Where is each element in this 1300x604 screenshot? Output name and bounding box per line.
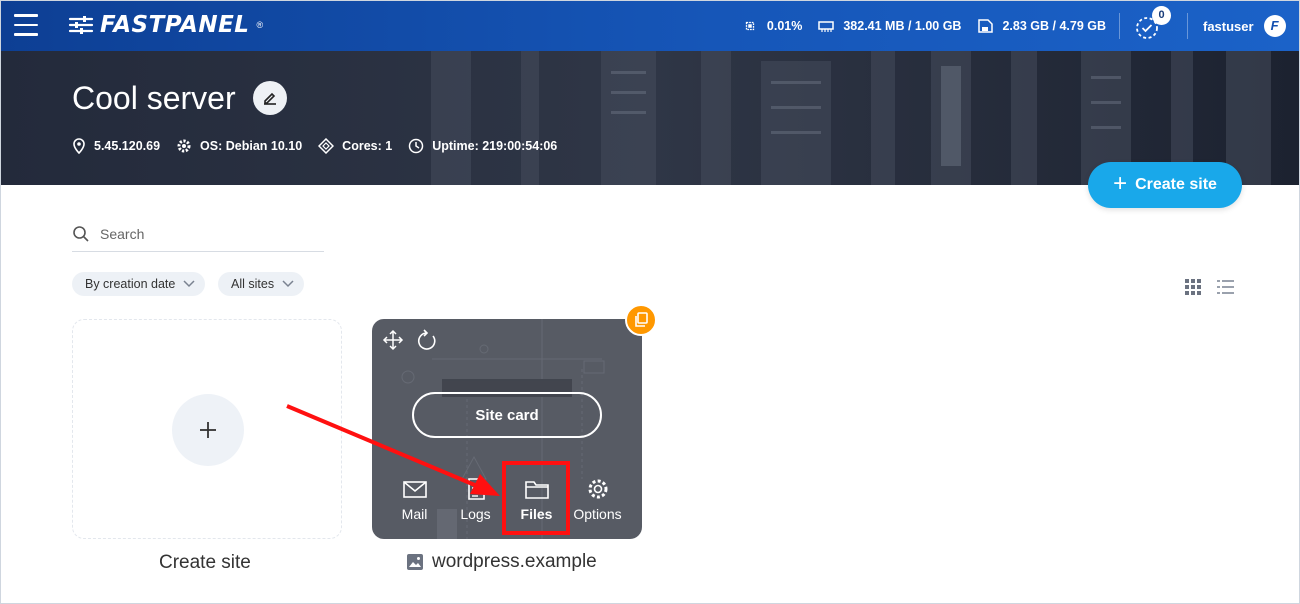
user-menu[interactable]: fastuser F (1203, 1, 1286, 51)
files-label: Files (520, 506, 553, 522)
disk-stat: 2.83 GB / 4.79 GB (977, 19, 1106, 33)
site-name: wordpress.example (432, 551, 597, 572)
server-ip: 5.45.120.69 (94, 139, 161, 153)
site-actions: Mail Logs Files Options (372, 477, 642, 522)
chevron-down-icon (183, 280, 195, 288)
add-site-button[interactable] (172, 394, 244, 466)
menu-icon[interactable] (14, 14, 38, 36)
server-rack-background (1, 51, 1299, 185)
ram-value: 382.41 MB / 1.00 GB (843, 19, 962, 33)
os-item: OS: Debian 10.10 (176, 138, 302, 154)
resource-stats: 0.01% 382.41 MB / 1.00 GB 2.83 GB / 4.79… (742, 1, 1106, 51)
files-action[interactable]: Files (506, 477, 567, 522)
site-card[interactable]: Site card Mail Logs Files Options (372, 319, 642, 539)
grid-view-icon[interactable] (1185, 279, 1203, 297)
mail-action[interactable]: Mail (384, 477, 445, 522)
server-uptime: Uptime: 219:00:54:06 (432, 139, 558, 153)
copy-icon (635, 312, 648, 327)
ram-stat: 382.41 MB / 1.00 GB (818, 19, 961, 33)
type-filter-label: All sites (231, 277, 275, 291)
logo-registered: ® (256, 20, 264, 30)
edit-button[interactable] (253, 81, 287, 115)
logo-text: FASTPANEL (100, 12, 250, 38)
ram-icon (818, 21, 835, 32)
cpu-stat: 0.01% (742, 19, 802, 33)
create-site-card-label: Create site (159, 552, 251, 573)
divider (1187, 13, 1188, 39)
search-input[interactable] (100, 226, 300, 242)
divider (1119, 13, 1120, 39)
avatar: F (1263, 15, 1286, 37)
options-label: Options (573, 506, 622, 522)
logo[interactable]: FASTPANEL ® (68, 12, 263, 38)
search-icon (73, 226, 89, 242)
location-icon (73, 138, 85, 154)
folder-icon (524, 481, 549, 499)
move-icon[interactable] (382, 329, 404, 351)
tasks-badge: 0 (1152, 6, 1171, 25)
chevron-down-icon (282, 280, 294, 288)
clock-icon (408, 138, 424, 154)
server-header: Cool server 5.45.120.69 OS: Debian 10.10… (1, 51, 1299, 185)
type-filter-dropdown[interactable]: All sites (218, 272, 305, 296)
server-title: Cool server (72, 80, 236, 116)
refresh-icon[interactable] (416, 329, 438, 351)
logo-icon (68, 16, 94, 34)
mail-label: Mail (401, 506, 428, 522)
list-view-icon[interactable] (1217, 279, 1235, 297)
top-bar: FASTPANEL ® 0.01% 382.41 MB / 1.00 GB 2.8… (1, 1, 1299, 51)
logs-action[interactable]: Logs (445, 477, 506, 522)
server-cores: Cores: 1 (342, 139, 393, 153)
edit-icon (264, 92, 276, 105)
image-icon (407, 554, 423, 570)
sort-filter-dropdown[interactable]: By creation date (72, 272, 206, 296)
create-site-button[interactable]: + Create site (1088, 162, 1242, 208)
copy-button[interactable] (625, 304, 657, 336)
cores-item: Cores: 1 (318, 138, 392, 154)
sort-filter-label: By creation date (85, 277, 176, 291)
create-site-card[interactable] (72, 319, 342, 539)
site-name-link[interactable]: wordpress.example (406, 551, 597, 573)
username: fastuser (1203, 18, 1254, 34)
site-card-button[interactable]: Site card (412, 392, 602, 438)
disk-value: 2.83 GB / 4.79 GB (1002, 19, 1106, 33)
ip-item: 5.45.120.69 (72, 138, 160, 154)
create-site-label: Create site (1135, 176, 1217, 193)
tasks-icon[interactable] (1134, 13, 1162, 41)
search-bar (72, 217, 324, 252)
plus-icon (200, 422, 216, 438)
server-os: OS: Debian 10.10 (200, 139, 303, 153)
logs-label: Logs (460, 506, 491, 522)
plus-icon: + (1113, 170, 1128, 197)
options-action[interactable]: Options (567, 477, 628, 522)
logs-icon (467, 478, 485, 500)
mail-icon (402, 481, 427, 498)
server-meta: 5.45.120.69 OS: Debian 10.10 Cores: 1 Up… (72, 138, 557, 154)
card-tools (382, 329, 438, 351)
cores-icon (318, 138, 335, 154)
os-icon (177, 139, 191, 153)
uptime-item: Uptime: 219:00:54:06 (408, 138, 557, 154)
disk-icon (978, 19, 994, 33)
cpu-value: 0.01% (766, 19, 803, 33)
gear-icon (588, 479, 607, 499)
cpu-icon (745, 21, 755, 31)
